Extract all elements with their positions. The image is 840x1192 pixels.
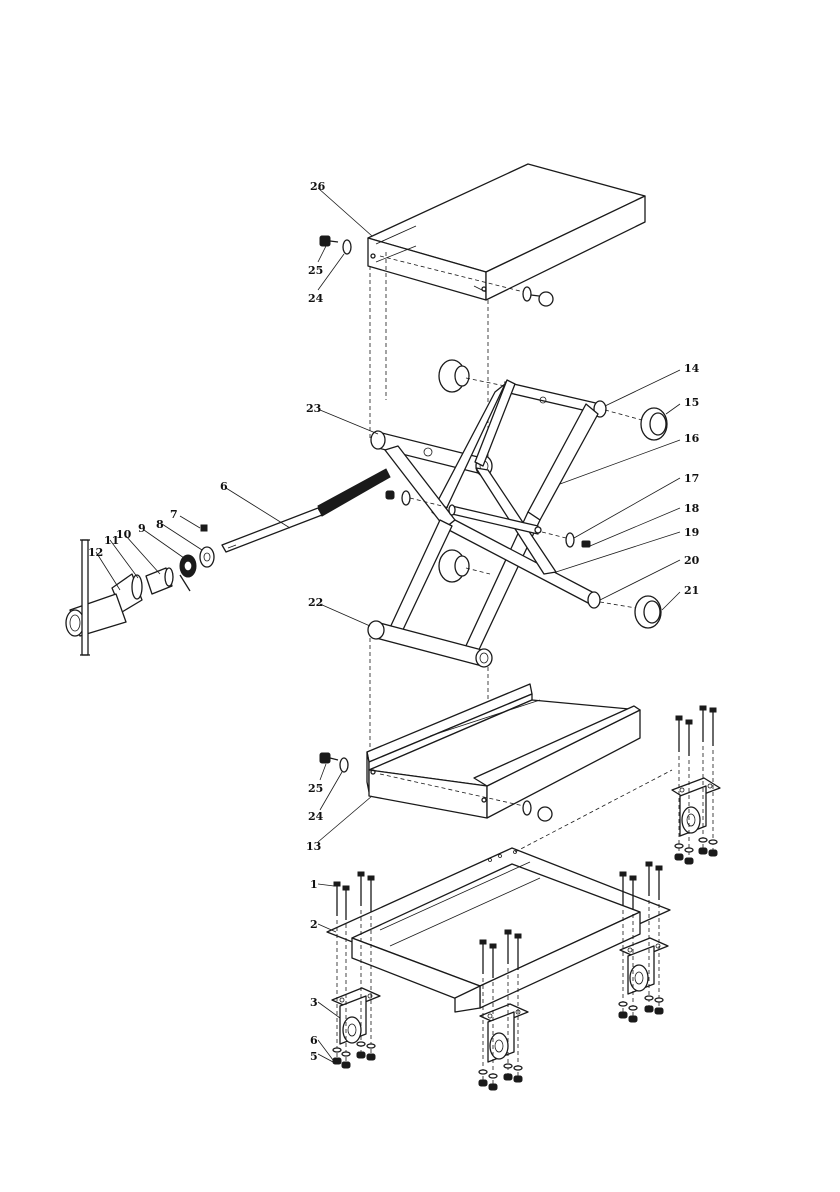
callout-1: 1 xyxy=(310,878,318,891)
callout-3: 3 xyxy=(310,996,318,1009)
callout-24-lower: 24 xyxy=(308,810,324,823)
callout-6: 6 xyxy=(220,480,228,493)
callout-14: 14 xyxy=(684,362,700,375)
caster-front-left xyxy=(332,988,380,1044)
callout-6-lower: 6 xyxy=(310,1034,318,1047)
callout-17: 17 xyxy=(684,472,699,485)
callout-12: 12 xyxy=(88,546,103,559)
callout-15: 15 xyxy=(684,396,699,409)
lead-screw xyxy=(222,469,390,552)
callout-26: 26 xyxy=(310,180,326,193)
callout-25: 25 xyxy=(308,264,323,277)
callout-8: 8 xyxy=(156,518,164,531)
callout-11: 11 xyxy=(104,534,119,547)
scissor-mechanism xyxy=(368,360,667,667)
callout-22: 22 xyxy=(308,596,323,609)
callout-20: 20 xyxy=(684,554,700,567)
callout-5: 5 xyxy=(310,1050,318,1063)
callout-25-lower: 25 xyxy=(308,782,323,795)
top-platform xyxy=(368,164,645,300)
callout-13: 13 xyxy=(306,840,321,853)
callout-2: 2 xyxy=(310,918,318,931)
handle-assembly xyxy=(66,525,214,655)
caster-front-center xyxy=(480,1004,528,1062)
callout-24: 24 xyxy=(308,292,324,305)
lower-channel xyxy=(367,684,640,818)
callout-18: 18 xyxy=(684,502,700,515)
callout-7: 7 xyxy=(170,508,178,521)
callout-19: 19 xyxy=(684,526,699,539)
callout-9: 9 xyxy=(138,522,146,535)
callout-16: 16 xyxy=(684,432,700,445)
callout-23: 23 xyxy=(306,402,321,415)
callout-21: 21 xyxy=(684,584,699,597)
caster-rear-right xyxy=(620,938,668,994)
